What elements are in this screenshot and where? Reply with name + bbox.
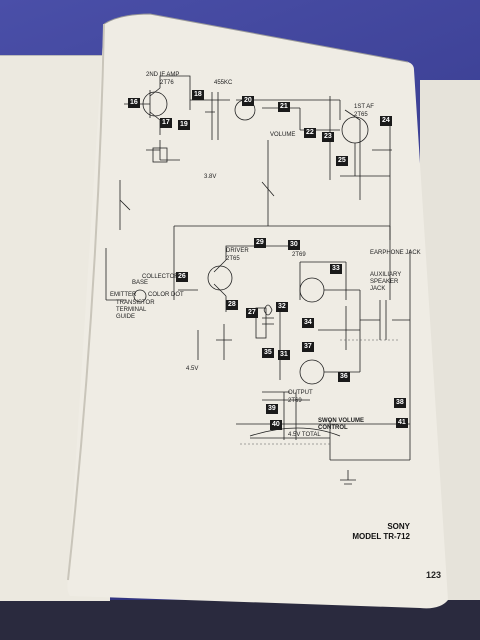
test-point-33: 33 xyxy=(330,264,342,274)
test-point-24: 24 xyxy=(380,116,392,126)
output-part-label: 2T69 xyxy=(288,398,302,404)
test-point-28: 28 xyxy=(226,300,238,310)
output-label: OUTPUT xyxy=(288,390,313,396)
test-point-19: 19 xyxy=(178,120,190,130)
base-label: BASE xyxy=(132,280,149,286)
test-point-40: 40 xyxy=(270,420,282,430)
earphone-label: EARPHONE JACK xyxy=(370,250,421,256)
if-amp-label: 2ND IF AMP xyxy=(146,72,180,78)
color-dot-label: COLOR DOT xyxy=(148,292,184,298)
test-point-27: 27 xyxy=(246,308,258,318)
collector-label: COLLECTOR xyxy=(142,274,179,280)
test-point-23: 23 xyxy=(322,132,334,142)
test-point-25: 25 xyxy=(336,156,348,166)
test-point-20: 20 xyxy=(242,96,254,106)
test-point-16: 16 xyxy=(128,98,140,108)
test-point-36: 36 xyxy=(338,372,350,382)
test-point-30: 30 xyxy=(288,240,300,250)
test-point-37: 37 xyxy=(302,342,314,352)
aux-speaker-label: AUXILIARY SPEAKER JACK xyxy=(370,272,402,292)
switch-volume-label: SWON VOLUME CONTROL xyxy=(318,418,364,431)
model-caption: MODEL TR-712 xyxy=(352,532,410,541)
test-point-35: 35 xyxy=(262,348,274,358)
test-point-39: 39 xyxy=(266,404,278,414)
test-point-41: 41 xyxy=(396,418,408,428)
test-point-17: 17 xyxy=(160,118,172,128)
total-voltage-label: 4.5V TOTAL xyxy=(288,432,321,438)
test-point-21: 21 xyxy=(278,102,290,112)
first-af-part-label: 2T65 xyxy=(354,112,368,118)
if-amp-part-label: 2T76 xyxy=(160,80,174,86)
test-point-34: 34 xyxy=(302,318,314,328)
test-point-38: 38 xyxy=(394,398,406,408)
test-point-29: 29 xyxy=(254,238,266,248)
test-point-26: 26 xyxy=(176,272,188,282)
output-part-upper-label: 2T69 xyxy=(292,252,306,258)
freq-label: 455KC xyxy=(214,80,233,86)
test-point-22: 22 xyxy=(304,128,316,138)
driver-part-label: 2T65 xyxy=(226,256,240,262)
test-point-31: 31 xyxy=(278,350,290,360)
volume-label: VOLUME xyxy=(270,132,296,138)
brand-caption: SONY xyxy=(387,522,410,531)
voltage-label-b: 4.5V xyxy=(186,366,199,372)
page-number: 123 xyxy=(426,570,442,580)
voltage-label-a: 3.8V xyxy=(204,174,217,180)
test-point-32: 32 xyxy=(276,302,288,312)
test-point-18: 18 xyxy=(192,90,204,100)
emitter-label: EMITTER xyxy=(110,292,137,298)
transistor-guide-label: TRANSISTOR TERMINAL GUIDE xyxy=(116,300,155,320)
first-af-label: 1ST AF xyxy=(354,104,374,110)
driver-label: DRIVER xyxy=(226,248,249,254)
